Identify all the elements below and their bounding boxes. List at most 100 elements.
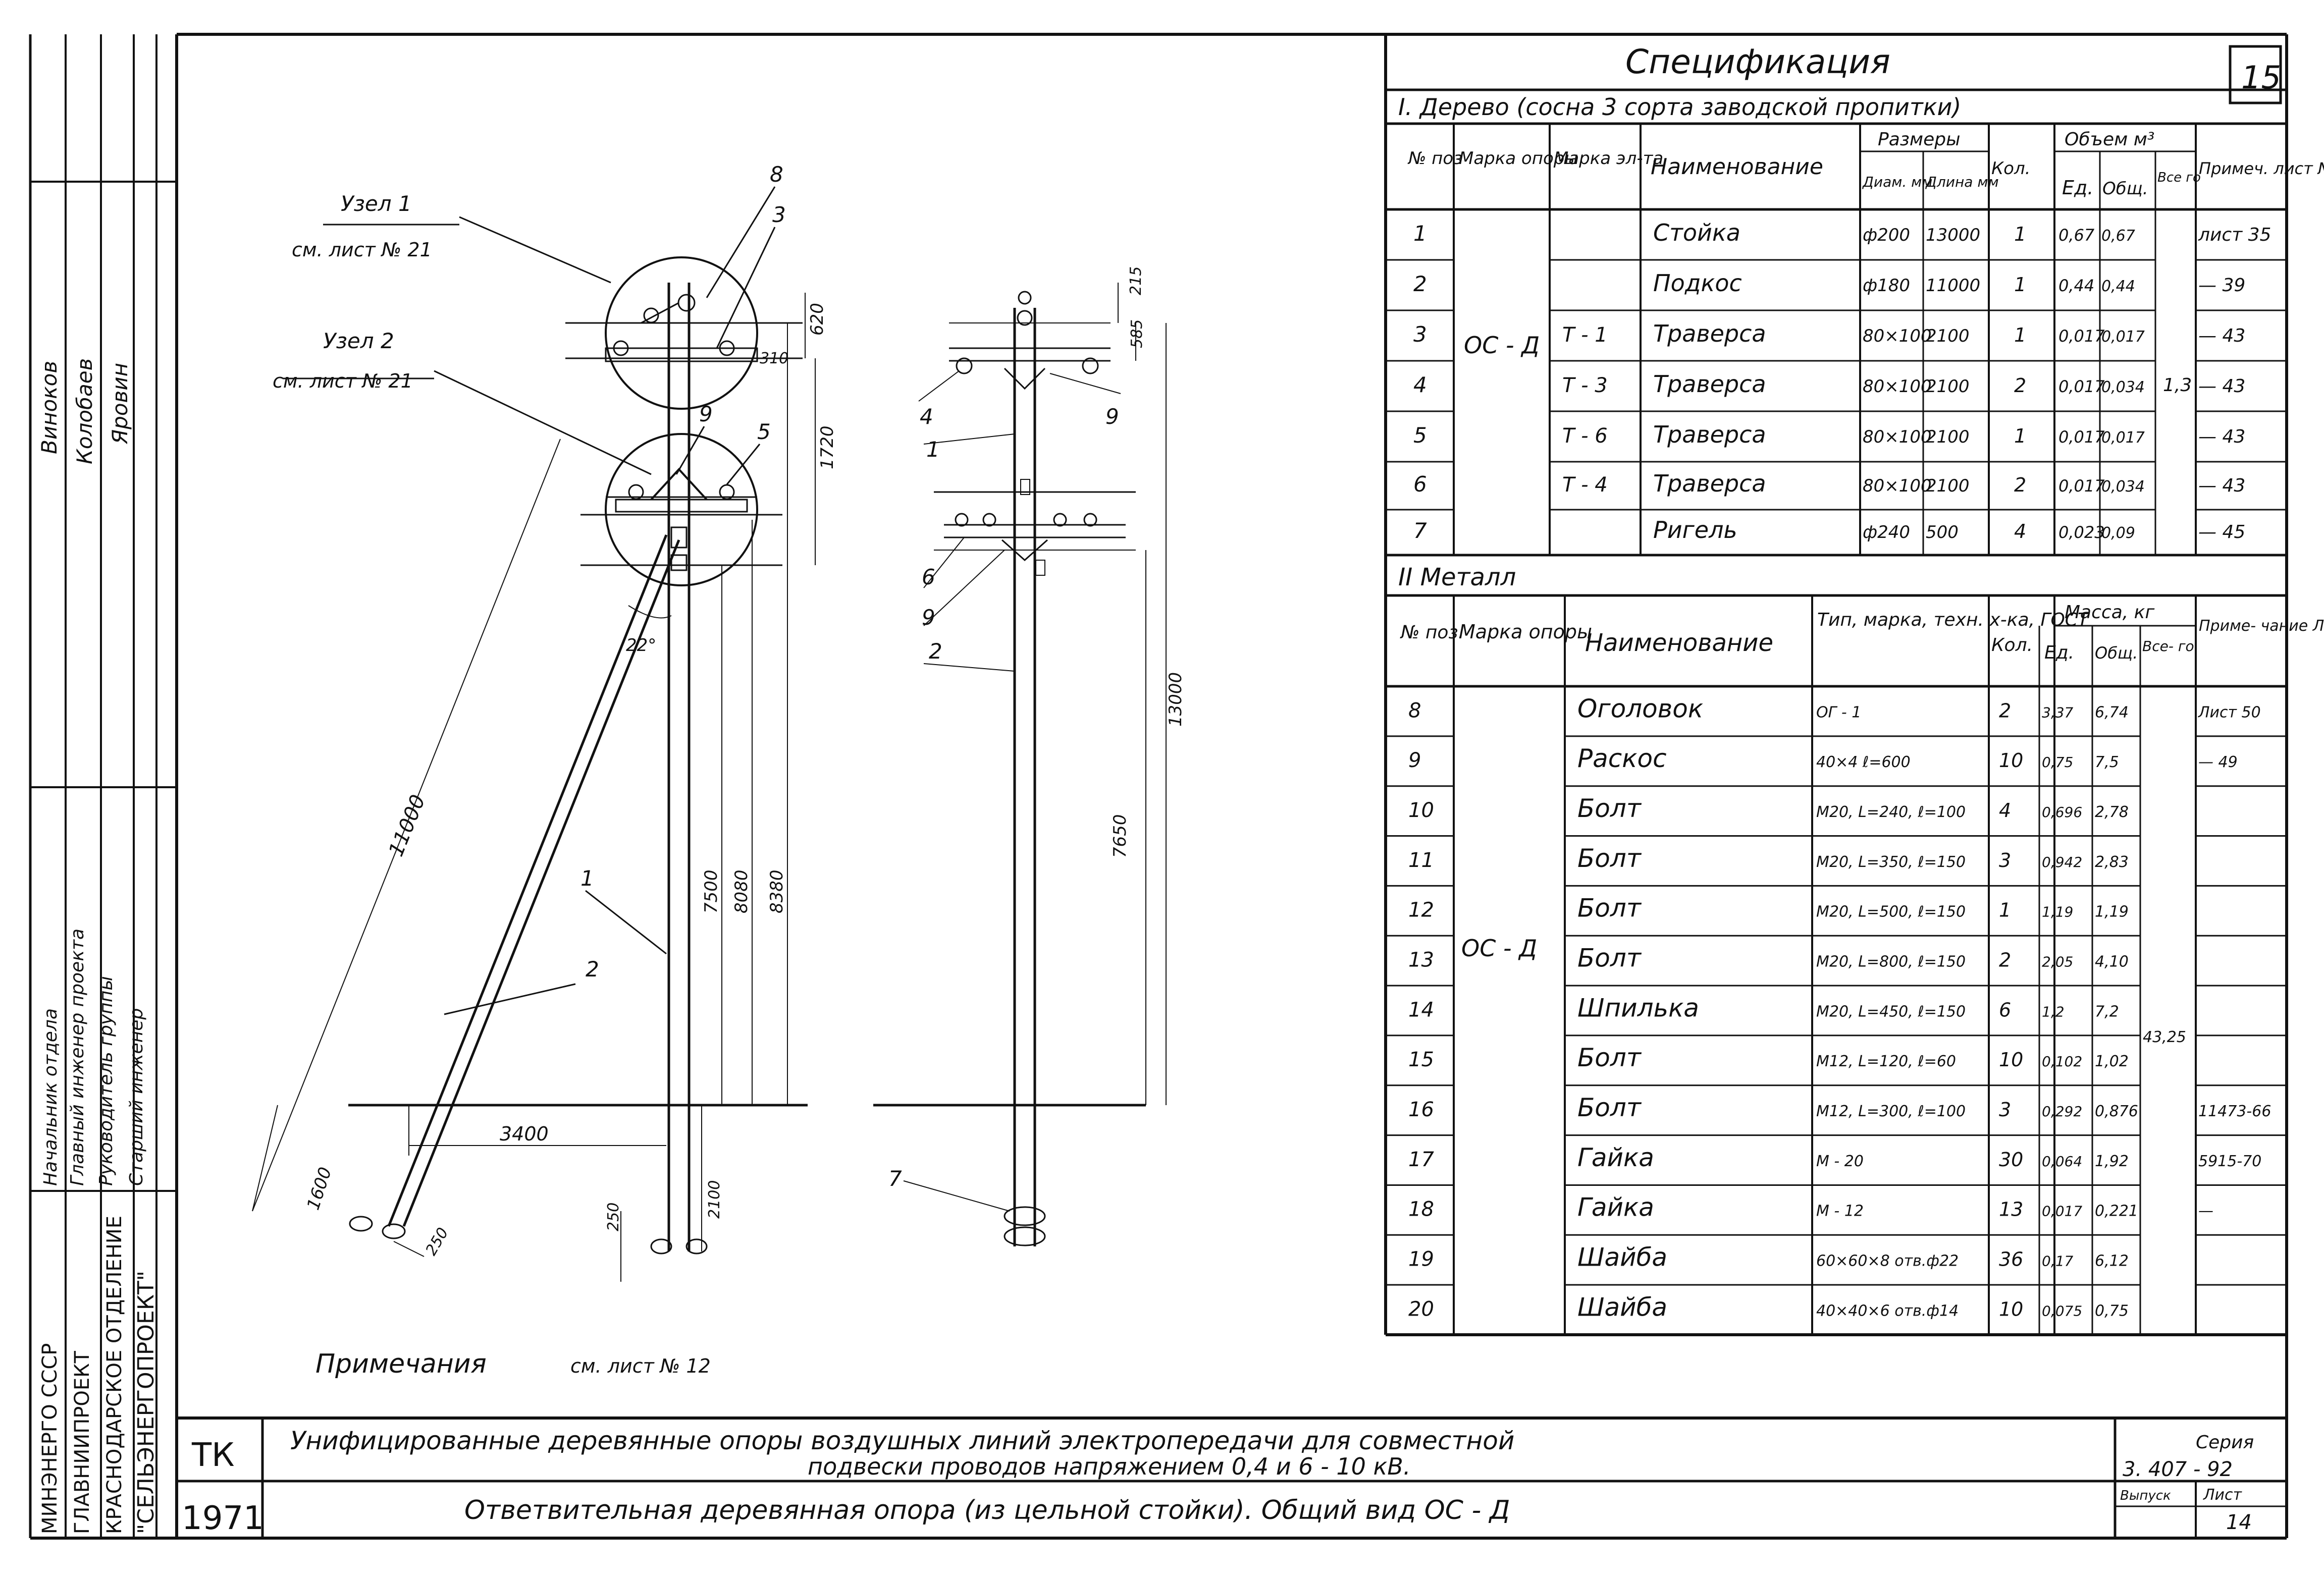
wood-cell-note: — 43 (2198, 475, 2245, 496)
wood-cell-name: Траверса (1653, 421, 1766, 448)
metal-h-mark-support: Марка опоры (1459, 621, 1592, 643)
metal-cell-pos: 12 (1408, 899, 1434, 922)
metal-cell-pos: 11 (1408, 849, 1434, 872)
wood-h-mark-support: Марка опоры (1459, 148, 1578, 169)
wood-cell-note: — 45 (2198, 522, 2245, 542)
wood-h-all: Все го (2157, 170, 2201, 185)
metal-cell-total: 1,19 (2095, 903, 2129, 921)
callout-r-6: 6 (922, 565, 935, 589)
dim-585: 585 (1128, 319, 1146, 348)
metal-h-pos: № поз. (1400, 622, 1464, 643)
wood-volume-all: 1,3 (2163, 375, 2192, 396)
metal-cell-ed: 0,017 (2042, 1203, 2082, 1220)
metal-cell-pos: 15 (1408, 1048, 1434, 1071)
wood-cell-len: 2100 (1926, 326, 1970, 346)
wood-h-qty: Кол. (1991, 158, 2030, 179)
wood-cell-note: — 43 (2198, 376, 2245, 397)
metal-h-type: Тип, марка, техн. х-ка, ГОСТ (1817, 610, 2090, 630)
metal-cell-pos: 17 (1408, 1148, 1434, 1171)
dim-1600: 1600 (303, 1165, 336, 1213)
wood-cell-name: Траверса (1653, 370, 1766, 398)
metal-cell-total: 4,10 (2095, 953, 2129, 971)
metal-cell-ed: 0,17 (2042, 1253, 2074, 1270)
role-2: Главный инженер проекта (67, 929, 88, 1186)
metal-cell-name: Раскос (1577, 744, 1667, 773)
wood-cell-qty: 2 (2014, 374, 2026, 397)
notes-label: Примечания (315, 1349, 487, 1379)
title-block: ТК 1971 Унифицированные деревянные опоры… (182, 1426, 2254, 1537)
wood-cell-pos: 1 (1413, 221, 1427, 246)
node1-label: Узел 1 (341, 191, 412, 216)
metal-cell-name: Шпилька (1577, 993, 1699, 1022)
callout-r-4: 4 (920, 404, 933, 429)
dim-3400: 3400 (500, 1123, 549, 1145)
metal-cell-type: 40×4 ℓ=600 (1816, 753, 1911, 771)
node1-ref: см. лист № 21 (292, 239, 432, 261)
metal-cell-qty: 3 (1999, 849, 2011, 871)
issue-label: Выпуск (2120, 1488, 2171, 1503)
wood-cell-diam: ф180 (1863, 276, 1910, 296)
wood-cell-mark: Т - 3 (1562, 374, 1608, 397)
metal-cell-name: Оголовок (1577, 694, 1703, 723)
metal-cell-pos: 20 (1408, 1297, 1434, 1321)
callout-5: 5 (757, 419, 771, 444)
wood-cell-note: — 43 (2198, 325, 2245, 346)
metal-cell-pos: 9 (1408, 749, 1421, 772)
wood-h-note: Примеч. лист № (2199, 159, 2324, 178)
wood-cell-qty: 1 (2014, 274, 2026, 296)
wood-cell-diam: ф240 (1863, 522, 1910, 542)
metal-h-name: Наименование (1585, 629, 1773, 657)
wood-cell-ed: 0,017 (2058, 476, 2105, 496)
metal-cell-pos: 8 (1408, 699, 1421, 722)
metal-cell-name: Болт (1577, 1093, 1642, 1122)
metal-cell-pos: 14 (1408, 998, 1434, 1021)
wood-cell-qty: 4 (2014, 520, 2026, 542)
wood-cell-pos: 6 (1413, 472, 1427, 497)
metal-cell-total: 0,876 (2095, 1103, 2138, 1120)
metal-cell-total: 6,12 (2095, 1252, 2129, 1270)
metal-cell-type: М20, L=240, ℓ=100 (1816, 803, 1966, 821)
dim-7650: 7650 (1110, 814, 1130, 858)
wood-cell-len: 500 (1926, 522, 1959, 542)
wood-h-pos: № поз (1407, 148, 1462, 169)
dim-250-a: 250 (422, 1225, 452, 1259)
metal-cell-ed: 0,064 (2042, 1153, 2082, 1170)
dim-8080: 8080 (731, 869, 752, 913)
dim-215: 215 (1127, 266, 1145, 295)
wood-cell-total: 0,44 (2101, 278, 2135, 295)
wood-cell-ed: 0,017 (2058, 427, 2105, 447)
metal-h-note: Приме- чание Лист № (2199, 617, 2324, 635)
wood-cell-ed: 0,44 (2058, 276, 2094, 295)
metal-cell-name: Шайба (1577, 1243, 1667, 1272)
callout-r-7: 7 (888, 1166, 902, 1191)
wood-support-mark: ОС - Д (1464, 332, 1540, 359)
callout-r-9: 9 (1105, 404, 1119, 429)
metal-h-all: Все- го (2142, 638, 2194, 655)
metal-cell-qty: 4 (1999, 799, 2011, 822)
wood-cell-total: 0,67 (2101, 227, 2135, 245)
metal-cell-name: Гайка (1577, 1193, 1654, 1222)
metal-cell-type: М - 20 (1816, 1153, 1864, 1170)
metal-cell-total: 2,83 (2095, 853, 2129, 871)
org-2: ГЛАВНИИПРОЕКТ (71, 1350, 94, 1534)
wood-h-total: Общ. (2102, 179, 2148, 199)
wood-h-volume: Объем м³ (2065, 129, 2154, 150)
wood-cell-pos: 5 (1413, 423, 1427, 448)
metal-cell-total: 2,78 (2095, 803, 2129, 821)
wood-h-mark-el: Марка эл-та (1554, 148, 1663, 169)
callout-8: 8 (770, 162, 783, 187)
metal-cell-ed: 3,37 (2042, 704, 2074, 721)
metal-cell-type: М20, L=450, ℓ=150 (1816, 1003, 1966, 1020)
metal-cell-ed: 0,75 (2042, 754, 2073, 771)
left-strip: Виноков Колобаев Яровин Начальник отдела… (37, 358, 159, 1534)
dim-310: 310 (760, 350, 788, 367)
wood-cell-diam: 80×100 (1863, 476, 1932, 496)
metal-cell-ed: 0,102 (2042, 1053, 2082, 1070)
series-label: Серия (2196, 1432, 2254, 1453)
side-view-labels: 4 1 9 6 9 2 7 215 585 13000 7650 (888, 266, 1186, 1191)
wood-cell-name: Траверса (1653, 470, 1766, 497)
